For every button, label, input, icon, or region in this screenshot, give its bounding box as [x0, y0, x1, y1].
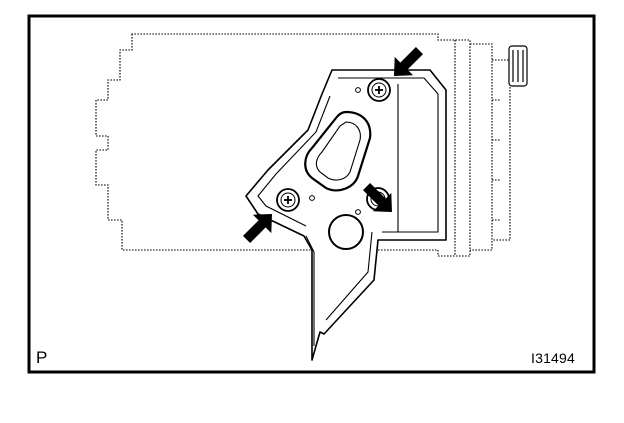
figure-id: I31494 — [531, 350, 576, 366]
arrow-icon — [394, 47, 423, 76]
pin-hole-2 — [309, 195, 315, 201]
knob — [508, 45, 528, 87]
arrow-icon — [243, 214, 272, 243]
unit-housing — [95, 33, 511, 257]
bracket-detail-lines — [257, 77, 439, 346]
bracket-hole — [328, 214, 364, 250]
bracket-slot — [304, 110, 372, 192]
screw-icon — [367, 78, 391, 102]
arrow-icon — [363, 183, 392, 212]
figure-border — [27, 14, 596, 374]
pin-hole-3 — [355, 209, 361, 215]
pin-hole-1 — [355, 87, 361, 93]
corner-label: P — [36, 348, 48, 367]
screw-icon — [276, 188, 300, 212]
bracket-slot-inner — [315, 121, 361, 181]
